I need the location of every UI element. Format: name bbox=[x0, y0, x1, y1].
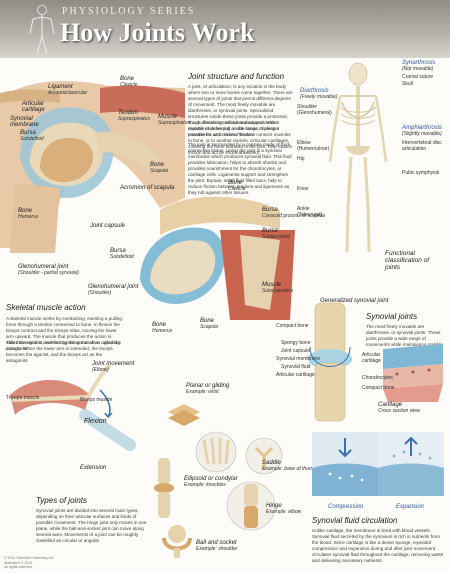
footer-copyright: © 2012 Scientific Publishing Ltd. Illust… bbox=[4, 556, 55, 570]
functional-classification-caption: Functional classification of joints bbox=[385, 250, 430, 271]
label-joint-capsule: Joint capsule bbox=[90, 223, 126, 229]
label-intervertebral: Intervertebral disc articulation bbox=[402, 140, 442, 152]
types-of-joints-description: Synovial joints are divided into several… bbox=[36, 508, 147, 543]
label-synovial-membrane-2: Synovial membrane bbox=[276, 356, 321, 362]
joint-type-saddle-icon bbox=[245, 437, 283, 475]
label-glenohumeral-joint-2: Glenohumeral joint(Shoulder) bbox=[88, 284, 139, 296]
fluid-compression-illustration bbox=[312, 432, 378, 496]
label-pubic-symphysis: Pubic symphysis bbox=[402, 170, 440, 176]
joint-structure-paragraph-3: The joint is surrounded by a capsule mad… bbox=[188, 142, 292, 195]
label-joint-capsule-synovial: Joint capsule bbox=[281, 348, 311, 354]
series-label: PHYSIOLOGY SERIES bbox=[62, 6, 196, 17]
header-banner: PHYSIOLOGY SERIES How Joints Work bbox=[0, 0, 450, 58]
skeletal-muscle-paragraph-1: A skeletal muscle works by contracting, … bbox=[6, 316, 122, 351]
label-flexion: Flexion bbox=[84, 418, 107, 425]
label-diarthrosis: Diarthrosis(Freely movable) bbox=[300, 88, 338, 100]
label-compression: Compression bbox=[328, 504, 364, 510]
types-of-joints-heading: Types of joints bbox=[36, 496, 87, 505]
label-articular-cartilage: Articular cartilage bbox=[22, 101, 45, 113]
label-acromion: Acromion of scapula bbox=[120, 185, 175, 191]
label-generalized-synovial: Generalized synovial joint bbox=[320, 298, 389, 304]
synovial-fluid-heading: Synovial fluid circulation bbox=[312, 516, 398, 525]
poster-title: How Joints Work bbox=[60, 18, 255, 47]
joint-type-ball-socket-icon bbox=[162, 525, 192, 558]
label-compact-bone: Compact bone bbox=[276, 323, 309, 329]
label-biceps-muscle: Biceps muscle bbox=[80, 397, 113, 403]
joint-structure-paragraph-1: A joint, or articulation, is any locatio… bbox=[188, 84, 293, 137]
synovial-fluid-description: Unlike cartilage, the membrane is lined … bbox=[312, 528, 444, 563]
cartilage-cross-section-illustration bbox=[383, 344, 443, 402]
skeletal-muscle-heading: Skeletal muscle action bbox=[6, 303, 86, 312]
label-extension: Extension bbox=[80, 465, 107, 471]
label-spongy-bone: Spongy bone bbox=[281, 340, 311, 346]
joint-structure-paragraph-2: Tough, fibrous structures and support, w… bbox=[188, 120, 292, 155]
human-figure-icon bbox=[29, 5, 55, 55]
label-synovial-fluid: Synovial fluid bbox=[281, 364, 311, 370]
synovial-joint-illustration bbox=[308, 302, 352, 422]
joint-type-planar-icon bbox=[168, 404, 200, 426]
label-compact-bone-2: Compact bone bbox=[362, 385, 395, 391]
skeletal-muscle-paragraph-2: This movement is reversed by the action … bbox=[6, 340, 120, 363]
joint-type-hinge-icon bbox=[226, 481, 276, 531]
joint-type-pivot-icon bbox=[154, 458, 174, 518]
label-synovial-membrane: Synovial membrane bbox=[10, 116, 39, 128]
joint-structure-heading: Joint structure and function bbox=[188, 72, 285, 81]
synovial-joints-heading: Synovial joints bbox=[366, 312, 418, 321]
label-joint-movement: Joint movement(Elbow) bbox=[92, 361, 135, 373]
label-triceps-muscle: Triceps muscle bbox=[6, 395, 40, 401]
synovial-joints-description: The most freely movable are diarthroses,… bbox=[366, 324, 444, 347]
label-cranial-suture: Cranial suture bbox=[402, 74, 434, 80]
label-amphiarthrosis: Amphiarthrosis(Slightly movable) bbox=[402, 125, 443, 137]
label-chondrocytes: Chondrocytes bbox=[362, 375, 393, 381]
scapula-illustration bbox=[140, 196, 295, 320]
skeleton-illustration bbox=[328, 62, 388, 253]
joint-type-ellipsoid-icon bbox=[195, 431, 237, 473]
label-glenohumeral-joint: Glenohumeral joint(Shoulder - partial sy… bbox=[18, 264, 79, 276]
label-elbow: Elbow (Humeroulnar) bbox=[297, 140, 330, 152]
label-hip: Hip bbox=[297, 156, 305, 162]
fluid-expansion-illustration bbox=[378, 432, 444, 496]
label-ankle: Ankle (Talocrural) bbox=[297, 206, 323, 218]
label-synarthrosis: Synarthrosis(Not movable) bbox=[402, 60, 436, 72]
label-articular-cartilage-2: Articular cartilage bbox=[276, 372, 315, 378]
label-knee: Knee bbox=[297, 186, 309, 192]
label-expansion: Expansion bbox=[396, 504, 425, 510]
arm-flexion-illustration bbox=[10, 363, 136, 451]
shoulder-section-illustration bbox=[0, 81, 185, 253]
label-articular-cartilage-3: Articular cartilage bbox=[362, 352, 381, 364]
label-shoulder: Shoulder (Glenohumeral) bbox=[297, 104, 332, 116]
label-skull: Skull bbox=[402, 81, 413, 87]
